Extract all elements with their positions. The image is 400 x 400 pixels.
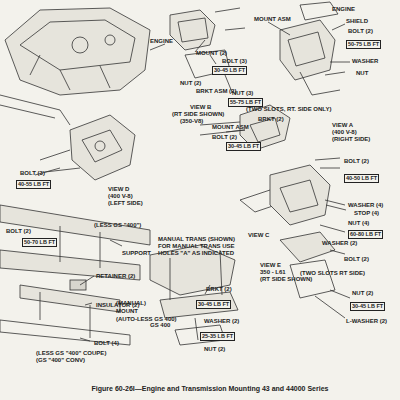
part-label: STOP (4) <box>354 210 379 217</box>
part-label: (400 V-8) <box>108 193 133 200</box>
part-label: ENGINE <box>150 38 173 45</box>
part-label: NUT <box>356 70 368 77</box>
part-label: MOUNT (2) <box>196 50 227 57</box>
part-label: NUT (2) <box>180 80 201 87</box>
part-label: FOR MANUAL TRANS USE <box>158 243 235 250</box>
part-label: (RIGHT SIDE) <box>332 136 370 143</box>
part-label: BOLT (3) <box>222 58 247 65</box>
torque-box: 50-75 LB FT <box>346 40 381 49</box>
torque-box: 55-75 LB FT <box>228 98 263 107</box>
part-label: (MANUAL) <box>116 300 146 307</box>
torque-box: 60-80 LB FT <box>348 230 383 239</box>
torque-box: 30-45 LB FT <box>350 302 385 311</box>
part-label: MOUNT <box>116 308 138 315</box>
torque-value: 30-45 LB FT <box>214 67 245 73</box>
part-label: (TWO SLOTS RT SIDE) <box>300 270 365 277</box>
torque-box: 50-70 LB FT <box>22 238 57 247</box>
torque-value: 30-45 LB FT <box>198 301 229 307</box>
part-label: ENGINE <box>332 6 355 13</box>
torque-box: 30-45 LB FT <box>212 66 247 75</box>
part-label: MOUNT ASM <box>254 16 291 23</box>
part-label: VIEW D <box>108 186 129 193</box>
part-label: (GS "400" CONV) <box>36 357 85 364</box>
torque-value: 50-75 LB FT <box>348 41 379 47</box>
part-label: BRKT ASM (2) <box>196 88 236 95</box>
part-label: NUT (2) <box>204 346 225 353</box>
torque-value: 50-70 LB FT <box>24 239 55 245</box>
part-label: 350 - L61 <box>260 269 286 276</box>
torque-box: 30-45 LB FT <box>196 300 231 309</box>
part-label: NUT (3) <box>232 90 253 97</box>
part-label: (RT SIDE SHOWN) <box>260 276 312 283</box>
torque-box: 25-35 LB FT <box>200 332 235 341</box>
part-label: VIEW E <box>260 262 281 269</box>
part-label: NUT (4) <box>348 220 369 227</box>
part-label: WASHER (2) <box>322 240 357 247</box>
part-label: BRKT (2) <box>258 116 284 123</box>
torque-value: 40-50 LB FT <box>346 175 377 181</box>
part-label: (LEFT SIDE) <box>108 200 143 207</box>
part-label: (LESS GS "400") <box>94 222 141 229</box>
part-label: RETAINER (2) <box>96 273 135 280</box>
part-label: (AUTO-LESS GS 400) <box>116 316 177 323</box>
torque-value: 55-75 LB FT <box>230 99 261 105</box>
part-label: BOLT (3) <box>20 170 45 177</box>
part-label: VIEW C <box>248 232 269 239</box>
part-label: SUPPORT <box>122 250 151 257</box>
part-label: BOLT (2) <box>348 28 373 35</box>
part-label: HOLES "A" AS INDICATED <box>158 250 234 257</box>
torque-value: 30-45 LB FT <box>352 303 383 309</box>
torque-box: 40-50 LB FT <box>344 174 379 183</box>
part-label: BOLT (2) <box>212 134 237 141</box>
part-label: SHIELD <box>346 18 368 25</box>
part-label: NUT (2) <box>352 290 373 297</box>
figure-caption: Figure 60-26I—Engine and Transmission Mo… <box>92 384 329 393</box>
part-label: WASHER (4) <box>348 202 383 209</box>
torque-box: 30-45 LB FT <box>226 142 261 151</box>
part-label: MANUAL TRANS (SHOWN) <box>158 236 235 243</box>
part-label: BOLT (2) <box>344 158 369 165</box>
part-label: BOLT (2) <box>344 256 369 263</box>
torque-box: 40-55 LB FT <box>16 180 51 189</box>
part-label: BRKT (2) <box>206 286 232 293</box>
part-label: (LESS GS "400" COUPE) <box>36 350 106 357</box>
torque-value: 60-80 LB FT <box>350 231 381 237</box>
torque-value: 25-35 LB FT <box>202 333 233 339</box>
part-label: (350-V8) <box>180 118 203 125</box>
part-label: VIEW B <box>190 104 211 111</box>
part-label: (RT SIDE SHOWN) <box>172 111 224 118</box>
part-label: WASHER <box>352 58 378 65</box>
part-label: BOLT (4) <box>94 340 119 347</box>
part-label: (TWO SLOTS, RT. SIDE ONLY) <box>246 106 331 113</box>
part-label: MOUNT ASM <box>212 124 249 131</box>
torque-value: 30-45 LB FT <box>228 143 259 149</box>
part-label: VIEW A <box>332 122 353 129</box>
part-label: WASHER (2) <box>204 318 239 325</box>
part-label: L-WASHER (2) <box>346 318 387 325</box>
part-label: (400 V-8) <box>332 129 357 136</box>
part-label: BOLT (2) <box>6 228 31 235</box>
part-label: GS 400 <box>150 322 170 329</box>
torque-value: 40-55 LB FT <box>18 181 49 187</box>
